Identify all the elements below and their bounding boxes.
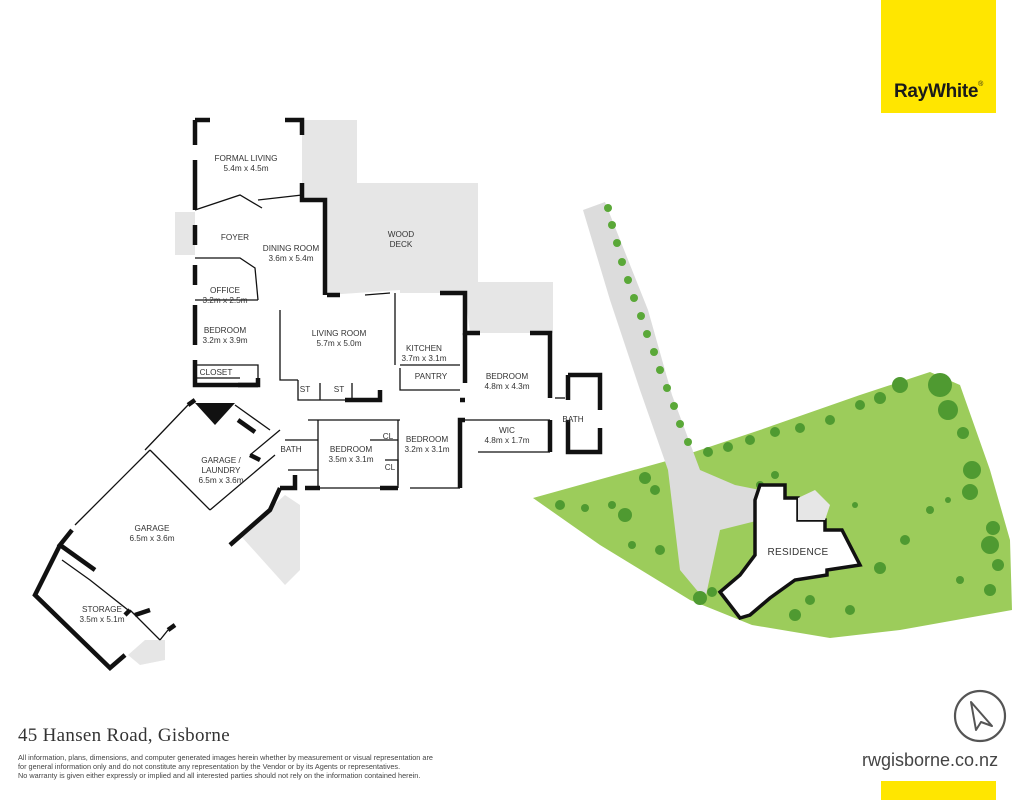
bedroom-mid2-name: BEDROOM — [406, 435, 448, 444]
house-plan: FORMAL LIVING 5.4m x 4.5m FOYER DINING R… — [32, 117, 603, 672]
garage-size: 6.5m x 3.6m — [129, 534, 174, 543]
storage-step — [128, 640, 165, 665]
pantry-name: PANTRY — [415, 372, 448, 381]
st2-name: ST — [334, 385, 344, 394]
garage-name: GARAGE — [134, 524, 170, 533]
garage-laundry-name-2: LAUNDRY — [202, 466, 242, 475]
bedroom-master-size: 4.8m x 4.3m — [484, 382, 529, 391]
foyer-name: FOYER — [221, 233, 249, 242]
site-plan: RESIDENCE — [533, 202, 1012, 638]
wood-deck-name-1: WOOD — [388, 230, 414, 239]
wic-size: 4.8m x 1.7m — [484, 436, 529, 445]
living-room-size: 5.7m x 5.0m — [316, 339, 361, 348]
bath-mid-name: BATH — [280, 445, 301, 454]
wood-deck-name-2: DECK — [390, 240, 413, 249]
bedroom-master-name: BEDROOM — [486, 372, 528, 381]
disclaimer: All information, plans, dimensions, and … — [18, 753, 558, 781]
kitchen-name: KITCHEN — [406, 344, 442, 353]
bedroom-mid1-name: BEDROOM — [330, 445, 372, 454]
formal-living-name: FORMAL LIVING — [215, 154, 278, 163]
wood-deck — [302, 120, 553, 333]
raywhite-logo-block: RayWhite® — [881, 0, 996, 113]
wic-name: WIC — [499, 426, 515, 435]
residence-deck — [798, 490, 830, 520]
disclaimer-line: No warranty is given either expressly or… — [18, 771, 421, 781]
garage-laundry-size: 6.5m x 3.6m — [198, 476, 243, 485]
dining-room-size: 3.6m x 5.4m — [268, 254, 313, 263]
cl1-name: CL — [383, 432, 394, 441]
garage-pad — [240, 495, 300, 585]
dining-room-name: DINING ROOM — [263, 244, 320, 253]
storage-name: STORAGE — [82, 605, 122, 614]
thin-walls — [61, 194, 565, 641]
website-link[interactable]: rwgisborne.co.nz — [862, 750, 999, 770]
disclaimer-line: for general information only and do not … — [18, 762, 401, 772]
thick-walls — [32, 117, 603, 672]
property-address: 45 Hansen Road, Gisborne — [18, 725, 230, 746]
bedroom-west-size: 3.2m x 3.9m — [202, 336, 247, 345]
residence-label: RESIDENCE — [767, 547, 828, 558]
bedroom-mid1-size: 3.5m x 3.1m — [328, 455, 373, 464]
chimney-mark — [195, 403, 235, 425]
garage-laundry-name-1: GARAGE / — [201, 456, 241, 465]
living-room-name: LIVING ROOM — [312, 329, 367, 338]
formal-living-size: 5.4m x 4.5m — [223, 164, 268, 173]
trees — [555, 373, 1004, 621]
office-size: 3.2m x 2.5m — [202, 296, 247, 305]
room-labels: FORMAL LIVING 5.4m x 4.5m FOYER DINING R… — [79, 154, 583, 624]
bedroom-mid2-size: 3.2m x 3.1m — [404, 445, 449, 454]
driveway — [583, 202, 760, 600]
disclaimer-line: All information, plans, dimensions, and … — [18, 753, 433, 762]
office-name: OFFICE — [210, 286, 241, 295]
north-arrow-icon — [953, 689, 1007, 743]
front-porch — [175, 212, 195, 255]
tree-row — [604, 204, 692, 446]
st1-name: ST — [300, 385, 310, 394]
bedroom-west-name: BEDROOM — [204, 326, 246, 335]
closet-name: CLOSET — [200, 368, 233, 377]
cl2-name: CL — [385, 463, 396, 472]
storage-size: 3.5m x 5.1m — [79, 615, 124, 624]
raywhite-logo: RayWhite® — [893, 81, 984, 102]
bath-east-name: BATH — [562, 415, 583, 424]
brand-bottom-bar — [881, 781, 996, 800]
kitchen-size: 3.7m x 3.1m — [401, 354, 446, 363]
